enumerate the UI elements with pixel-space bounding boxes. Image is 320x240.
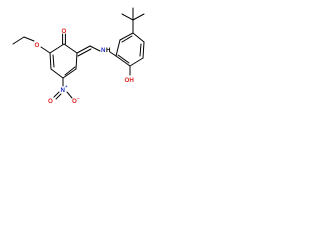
hydroxyl-group: OH	[125, 65, 135, 84]
bond	[49, 43, 65, 54]
ethoxy-oxygen-label: O	[35, 42, 40, 49]
nitro-nitrogen-label: N	[61, 87, 66, 94]
bond	[12, 36, 25, 45]
bond	[132, 13, 145, 21]
positive-charge-label: +	[65, 84, 68, 89]
bond	[50, 68, 64, 79]
bond	[55, 93, 62, 100]
bond	[53, 91, 60, 98]
bond	[117, 54, 130, 64]
molecule-diagram: O O N + O O − N H	[12, 7, 145, 105]
bond	[62, 68, 77, 79]
bond	[121, 35, 133, 43]
imine-hydrogen-label: H	[106, 47, 111, 54]
nitro-oxygen-right-label: O	[72, 98, 77, 105]
bond	[89, 45, 101, 52]
bond	[129, 57, 144, 67]
bond	[121, 13, 134, 21]
bond	[139, 43, 142, 57]
nitro-oxygen-left-label: O	[48, 98, 53, 105]
ethoxy-group: O	[12, 36, 51, 54]
bond	[115, 55, 131, 67]
imine-nitrogen-label: N	[101, 47, 106, 54]
carbonyl-group: O	[62, 28, 67, 45]
bond	[52, 54, 55, 68]
bond	[66, 91, 73, 99]
bond	[76, 45, 91, 54]
structure-canvas: O O N + O O − N H	[0, 0, 150, 150]
bond	[49, 52, 52, 70]
bond	[77, 48, 92, 57]
hydroxyl-label: OH	[125, 77, 135, 84]
tert-butyl-group	[121, 7, 145, 34]
bond	[109, 51, 117, 57]
left-ring	[49, 43, 78, 79]
negative-charge-label: −	[77, 96, 80, 101]
bond	[64, 66, 76, 76]
right-ring	[115, 32, 145, 67]
bond	[23, 36, 35, 42]
bond	[75, 52, 78, 70]
bond	[115, 39, 121, 57]
imine-linker: N H	[76, 45, 117, 57]
bond	[63, 43, 78, 54]
bond	[142, 41, 145, 59]
bond	[119, 32, 134, 41]
nitro-group: N + O O −	[48, 77, 80, 105]
bond	[40, 46, 51, 54]
bond	[132, 32, 145, 43]
carbonyl-oxygen-label: O	[62, 28, 67, 35]
